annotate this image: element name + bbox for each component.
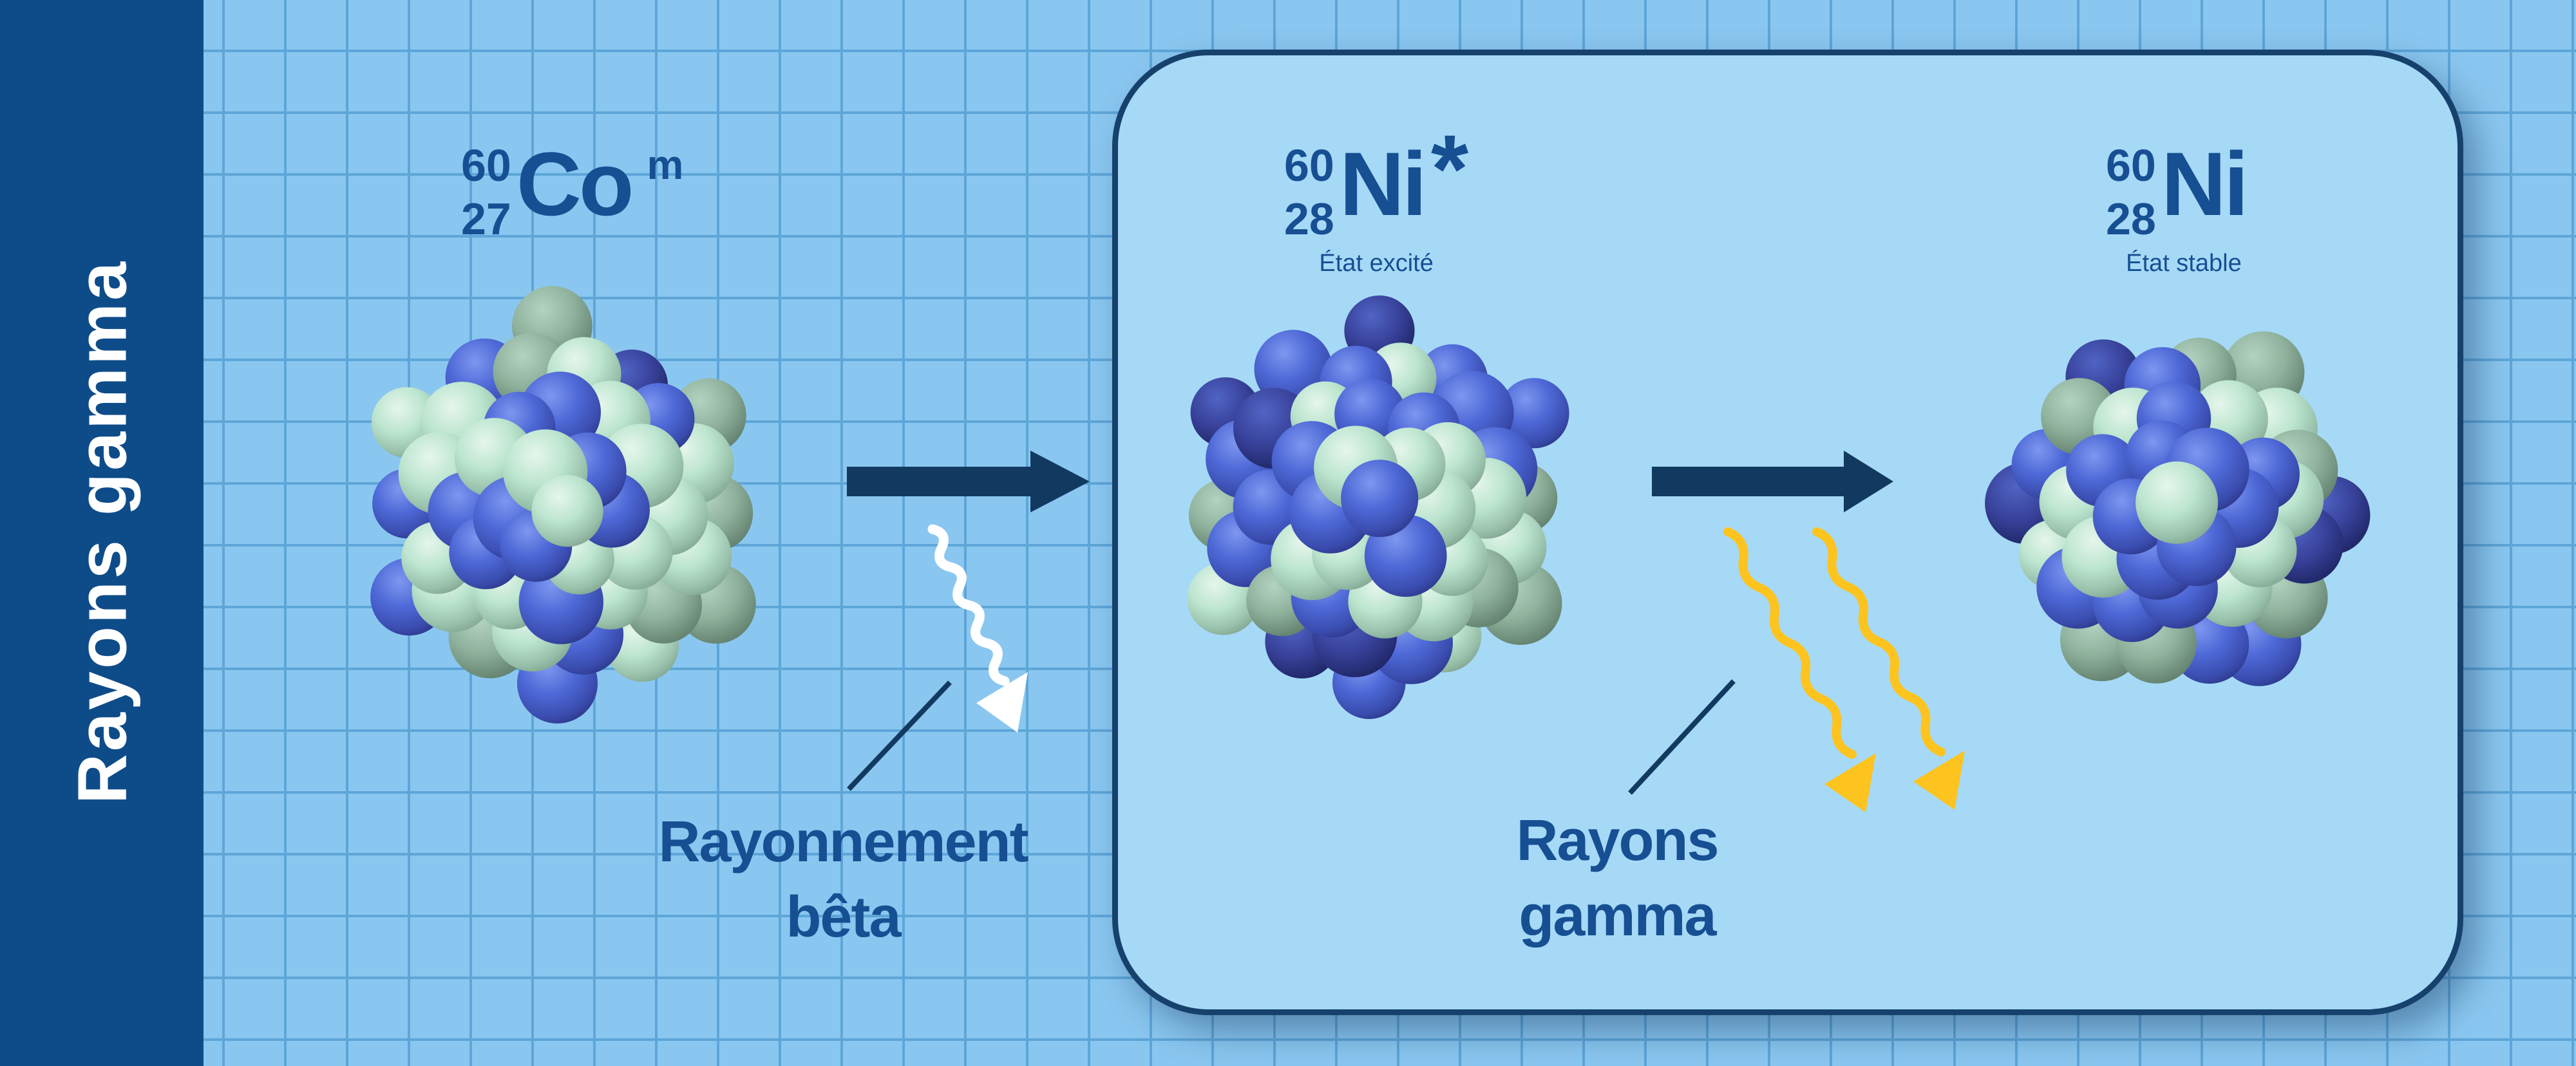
atomic-number: 27	[461, 193, 511, 244]
isotope-label-cobalt-60m: 60 27 Co m	[461, 139, 683, 245]
nuclide-numbers: 60 27	[461, 139, 511, 245]
gamma-ray-arrowhead-2	[1913, 751, 1965, 810]
nickel-60-stable-nucleus	[1985, 331, 2371, 686]
beta-label-pointer-line	[847, 680, 952, 791]
title-sidebar: Rayons gamma	[0, 0, 204, 1066]
gamma-ray-wavy-arrow-1	[1723, 527, 1857, 759]
gamma-rays-label: Rayons gamma	[1516, 803, 1719, 954]
beta-label-line2: bêta	[786, 885, 901, 949]
decay-arrow-1	[847, 451, 1090, 512]
gamma-ray-arrowhead-1	[1824, 753, 1876, 812]
isotope-label-nickel-60-excited: 60 28 Ni * État excité	[1284, 120, 1468, 277]
gamma-label-line2: gamma	[1519, 884, 1716, 948]
element-symbol: Ni	[1339, 133, 1427, 234]
nuclide-numbers: 60 28	[1284, 139, 1334, 245]
beta-ray-arrowhead	[976, 672, 1028, 733]
beta-radiation-label: Rayonnement bêta	[658, 805, 1028, 955]
mass-number: 60	[1284, 140, 1334, 191]
excited-asterisk: *	[1430, 115, 1469, 223]
atomic-number: 28	[2106, 193, 2156, 244]
beta-label-line1: Rayonnement	[658, 810, 1028, 874]
nuclide-numbers: 60 28	[2106, 139, 2156, 245]
mass-number: 60	[2106, 140, 2156, 191]
decay-arrow-2	[1652, 451, 1893, 512]
atomic-number: 28	[1284, 193, 1334, 244]
page-title: Rayons gamma	[62, 259, 141, 805]
nucleon-sphere	[1341, 460, 1419, 538]
element-symbol: Co	[516, 133, 634, 234]
isotope-label-nickel-60-stable: 60 28 Ni État stable	[2106, 133, 2262, 277]
nucleon-sphere	[1499, 378, 1569, 449]
nickel-60-excited-nucleus	[1187, 295, 1569, 719]
nucleon-sphere	[2136, 461, 2219, 544]
gamma-label-line1: Rayons	[1516, 809, 1719, 873]
metastable-superscript: m	[647, 142, 684, 188]
beta-ray-wavy-arrow	[927, 524, 1010, 686]
state-label: État stable	[2126, 250, 2242, 277]
state-label: État excité	[1319, 250, 1434, 277]
gamma-ray-wavy-arrow-2	[1812, 527, 1946, 756]
element-symbol: Ni	[2161, 133, 2249, 234]
gamma-label-pointer-line	[1628, 679, 1736, 795]
cobalt-60-nucleus	[370, 286, 756, 724]
mass-number: 60	[461, 140, 511, 191]
nucleon-sphere	[531, 475, 603, 547]
